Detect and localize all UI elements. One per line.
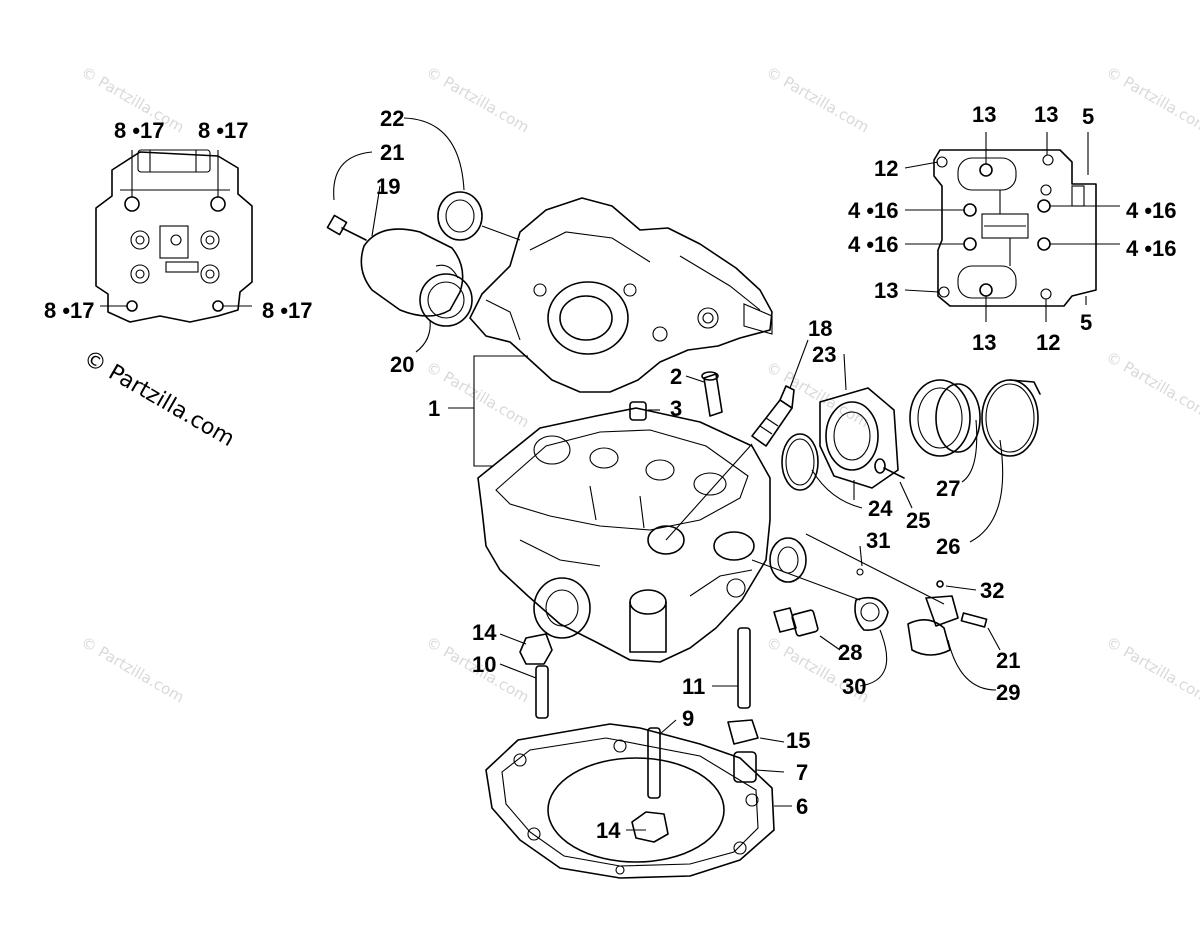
callout-6: 6 — [796, 794, 808, 819]
head-gasket — [485, 723, 792, 879]
watermark-tile: © Partzilla.com — [423, 63, 532, 136]
callout-5: 5 — [1080, 310, 1092, 335]
callout-26: 26 — [936, 534, 960, 559]
callout-2: 2 — [670, 364, 682, 389]
valve-cover — [469, 197, 773, 393]
intake-assembly — [781, 353, 1041, 543]
callout-8-17: 8 •17 — [44, 298, 95, 323]
callout-18: 18 — [808, 316, 832, 341]
coolant-outlet-assembly — [751, 533, 1001, 691]
callout-31: 31 — [866, 528, 890, 553]
spark-plug — [665, 339, 809, 541]
watermark-tile: © Partzilla.com — [1103, 63, 1200, 136]
callout-10: 10 — [472, 652, 496, 677]
callout-28: 28 — [838, 640, 862, 665]
callout-8-17: 8 •17 — [114, 118, 165, 143]
callout-20: 20 — [390, 352, 414, 377]
callout-labels: 1 2 3 5 5 6 7 9 10 11 12 12 13 13 13 13 … — [44, 102, 1177, 843]
watermark-tile: © Partzilla.com — [763, 63, 872, 136]
watermark-tile: © Partzilla.com — [1103, 633, 1200, 706]
watermark-main: © Partzilla.com — [79, 346, 239, 453]
callout-4-16: 4 •16 — [848, 198, 899, 223]
callout-12: 12 — [874, 156, 898, 181]
callout-4-16: 4 •16 — [1126, 236, 1177, 261]
callout-5: 5 — [1082, 104, 1094, 129]
callout-27: 27 — [936, 476, 960, 501]
guide-and-dowel — [629, 371, 723, 421]
callout-13: 13 — [972, 330, 996, 355]
callout-13: 13 — [1034, 102, 1058, 127]
breather-cap-assembly — [326, 117, 521, 353]
callout-4-16: 4 •16 — [848, 232, 899, 257]
callout-23: 23 — [812, 342, 836, 367]
watermark-tiles: © Partzilla.com © Partzilla.com © Partzi… — [78, 63, 1200, 706]
callout-3: 3 — [670, 396, 682, 421]
watermark-tile: © Partzilla.com — [763, 358, 872, 431]
callout-15: 15 — [786, 728, 810, 753]
callout-21: 21 — [996, 648, 1020, 673]
callout-11: 11 — [682, 674, 705, 699]
studs-and-nuts — [499, 627, 785, 843]
callout-32: 32 — [980, 578, 1004, 603]
callout-7: 7 — [796, 760, 808, 785]
inset-head-bolt-pattern — [95, 149, 253, 323]
callout-14: 14 — [596, 818, 621, 843]
callout-4-16: 4 •16 — [1126, 198, 1177, 223]
callout-19: 19 — [376, 174, 400, 199]
callout-22: 22 — [380, 106, 404, 131]
callout-1-bracket — [448, 355, 528, 467]
callout-8-17: 8 •17 — [262, 298, 313, 323]
callout-30: 30 — [842, 674, 866, 699]
callout-12: 12 — [1036, 330, 1060, 355]
callout-21: 21 — [380, 140, 404, 165]
callout-24: 24 — [868, 496, 893, 521]
callout-13: 13 — [874, 278, 898, 303]
inset-valve-cover-bolt-pattern — [904, 132, 1120, 322]
callout-8-17: 8 •17 — [198, 118, 249, 143]
callout-1: 1 — [428, 396, 440, 421]
watermark-tile: © Partzilla.com — [1103, 348, 1200, 421]
watermark-tile: © Partzilla.com — [78, 633, 187, 706]
callout-14: 14 — [472, 620, 497, 645]
callout-29: 29 — [996, 680, 1020, 705]
callout-25: 25 — [906, 508, 930, 533]
cylinder-head — [477, 407, 807, 663]
callout-9: 9 — [682, 706, 694, 731]
callout-13: 13 — [972, 102, 996, 127]
